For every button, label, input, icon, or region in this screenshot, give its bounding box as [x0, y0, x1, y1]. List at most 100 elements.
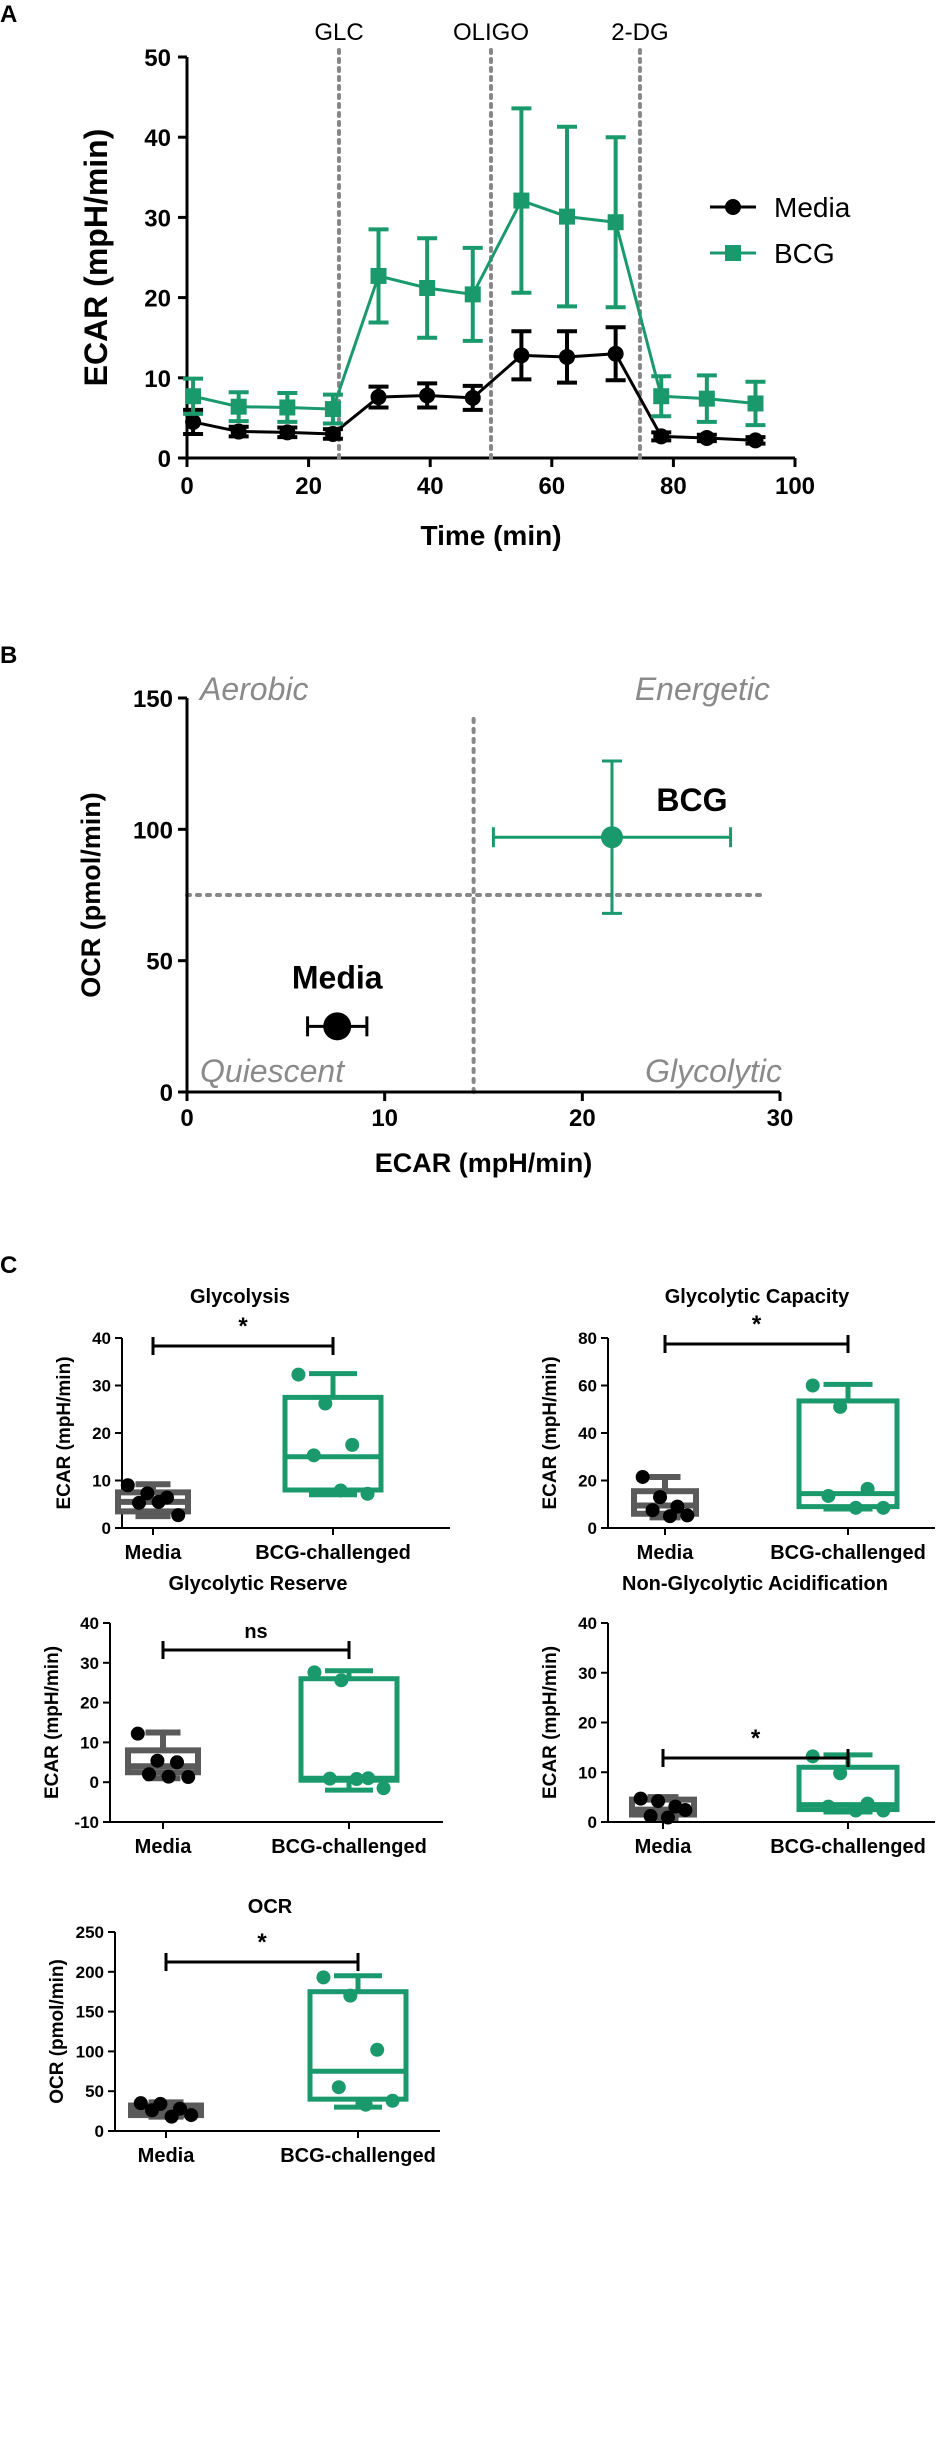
- x-tick-label: 100: [775, 473, 815, 500]
- data-point: [385, 2093, 400, 2108]
- data-point: [600, 826, 623, 849]
- data-point: [680, 1508, 695, 1523]
- data-point: [660, 1810, 675, 1825]
- data-point: [324, 401, 341, 418]
- data-point: [306, 1448, 321, 1463]
- data-point: [653, 1490, 668, 1505]
- data-point: [860, 1796, 875, 1811]
- data-point: [171, 1508, 186, 1523]
- data-point: [635, 1469, 650, 1484]
- data-point: [662, 1509, 677, 1524]
- y-tick-label: 60: [578, 1377, 597, 1396]
- x-tick-label: BCG-challenged: [255, 1542, 411, 1564]
- data-point: [651, 1794, 666, 1809]
- data-point: [513, 192, 530, 209]
- data-point: [318, 1396, 333, 1411]
- y-tick-label: 40: [578, 1424, 597, 1443]
- y-tick-label: -10: [74, 1813, 99, 1832]
- panel-letter-a: A: [0, 1, 17, 28]
- data-point: [184, 2108, 199, 2123]
- data-point: [805, 1378, 820, 1393]
- y-tick-label: 50: [144, 45, 171, 72]
- data-point: [876, 1500, 891, 1515]
- data-point: [334, 1673, 349, 1688]
- y-axis-title: OCR (pmol/min): [76, 792, 106, 997]
- data-point: [860, 1481, 875, 1496]
- data-point: [133, 2096, 148, 2111]
- significance-label: *: [238, 1313, 248, 1340]
- data-point: [670, 1499, 685, 1514]
- y-axis-title: ECAR (mpH/min): [540, 1646, 561, 1799]
- data-point: [464, 286, 481, 303]
- data-point: [361, 1771, 376, 1786]
- data-point: [698, 390, 715, 407]
- quadrant-label: Quiescent: [200, 1053, 345, 1089]
- panel-letter-b: B: [0, 642, 17, 669]
- y-tick-label: 200: [76, 1963, 104, 1982]
- y-tick-label: 100: [133, 817, 173, 844]
- data-point: [323, 1012, 352, 1041]
- injection-label: GLC: [314, 19, 363, 46]
- y-axis-title: ECAR (mpH/min): [54, 1356, 75, 1509]
- significance-label: ns: [244, 1621, 267, 1643]
- y-axis-title: ECAR (mpH/min): [78, 129, 114, 387]
- data-point: [333, 1483, 348, 1498]
- point-label: BCG: [656, 782, 727, 818]
- data-point: [607, 345, 624, 362]
- legend-label: Media: [774, 192, 851, 223]
- data-point: [821, 1799, 836, 1814]
- x-tick-label: Media: [125, 1542, 183, 1564]
- data-point: [145, 2103, 159, 2118]
- box: [282, 1394, 384, 1493]
- data-point: [185, 413, 202, 430]
- data-point: [279, 424, 296, 441]
- data-point: [316, 1970, 331, 1985]
- legend-label: BCG: [774, 238, 835, 269]
- data-point: [370, 2042, 385, 2057]
- legend-marker: [725, 199, 741, 215]
- x-axis-title: Time (min): [420, 520, 561, 551]
- data-point: [358, 2097, 373, 2112]
- x-tick-label: BCG-challenged: [280, 2145, 436, 2167]
- x-tick-label: 0: [180, 473, 193, 500]
- data-point: [181, 1770, 196, 1785]
- significance-label: *: [751, 1725, 761, 1752]
- y-tick-label: 0: [160, 1080, 173, 1107]
- y-tick-label: 0: [588, 1813, 597, 1832]
- data-point: [653, 428, 670, 445]
- box: [796, 1398, 900, 1510]
- data-point: [120, 1478, 135, 1493]
- quadrant-label: Aerobic: [198, 671, 309, 707]
- x-tick-label: 20: [569, 1105, 596, 1132]
- significance-label: *: [752, 1311, 762, 1338]
- y-tick-label: 40: [80, 1614, 99, 1633]
- data-point: [360, 1486, 375, 1501]
- y-tick-label: 50: [146, 949, 173, 976]
- y-tick-label: 40: [578, 1614, 597, 1633]
- y-tick-label: 30: [578, 1664, 597, 1683]
- x-tick-label: 20: [295, 473, 322, 500]
- y-tick-label: 10: [578, 1763, 597, 1782]
- y-tick-label: 0: [90, 1773, 99, 1792]
- data-point: [331, 2080, 346, 2095]
- x-tick-label: Media: [635, 1836, 693, 1858]
- y-tick-label: 150: [76, 2003, 104, 2022]
- quadrant-label: Energetic: [635, 671, 770, 707]
- legend-marker: [725, 245, 741, 261]
- y-axis-title: ECAR (mpH/min): [42, 1646, 63, 1799]
- y-tick-label: 20: [80, 1694, 99, 1713]
- x-tick-label: 30: [767, 1105, 794, 1132]
- injection-label: OLIGO: [453, 19, 529, 46]
- data-point: [343, 1988, 358, 2003]
- data-point: [349, 1772, 364, 1787]
- data-point: [324, 425, 341, 442]
- data-point: [132, 1495, 146, 1510]
- y-axis-title: OCR (pmol/min): [47, 1959, 68, 2104]
- box-plot-title: Glycolytic Reserve: [169, 1573, 348, 1595]
- significance-label: *: [257, 1929, 267, 1956]
- y-tick-label: 0: [102, 1519, 111, 1538]
- data-point: [307, 1665, 322, 1680]
